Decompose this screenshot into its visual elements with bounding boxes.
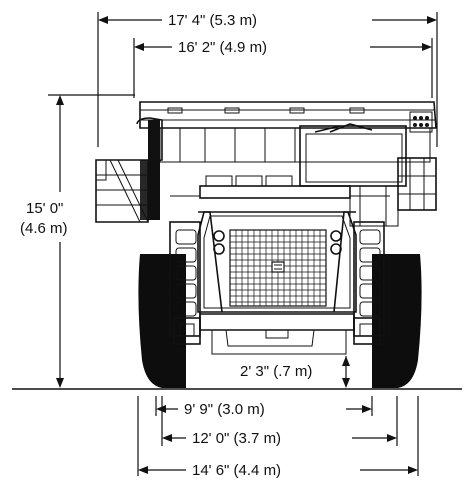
right-platform — [299, 111, 437, 227]
grille-badge — [271, 261, 285, 273]
dim-center-tread — [161, 396, 398, 446]
dim-body-width-label: 16' 2" (4.9 m) — [178, 39, 267, 56]
dump-body — [139, 101, 437, 163]
front-grille-assembly — [197, 211, 357, 313]
dim-center-tread-label: 12' 0" (3.7 m) — [192, 430, 281, 447]
dim-ground-clearance-label: 2' 3" (.7 m) — [240, 363, 312, 380]
left-tires — [138, 221, 201, 388]
dim-height — [48, 94, 135, 388]
dim-overall-width — [97, 12, 438, 147]
dim-body-width — [133, 38, 433, 98]
headlight-left-icon — [213, 230, 225, 242]
engine-top — [170, 175, 390, 199]
dim-height-ft-label: 15' 0" — [26, 200, 63, 217]
front-bumper — [199, 313, 355, 355]
dim-inner-tread-label: 9' 9" (3.0 m) — [184, 401, 265, 418]
dim-ground-clearance — [342, 356, 350, 388]
right-tires — [353, 221, 422, 388]
dim-height-m-label: (4.6 m) — [20, 220, 68, 237]
left-equipment — [95, 117, 163, 223]
headlight-right-icon — [330, 230, 342, 242]
dim-inner-tread — [155, 396, 373, 416]
dim-overall-width-label: 17' 4" (5.3 m) — [168, 12, 257, 29]
dim-outer-tread — [137, 396, 419, 476]
dim-outer-tread-label: 14' 6" (4.4 m) — [192, 462, 281, 479]
